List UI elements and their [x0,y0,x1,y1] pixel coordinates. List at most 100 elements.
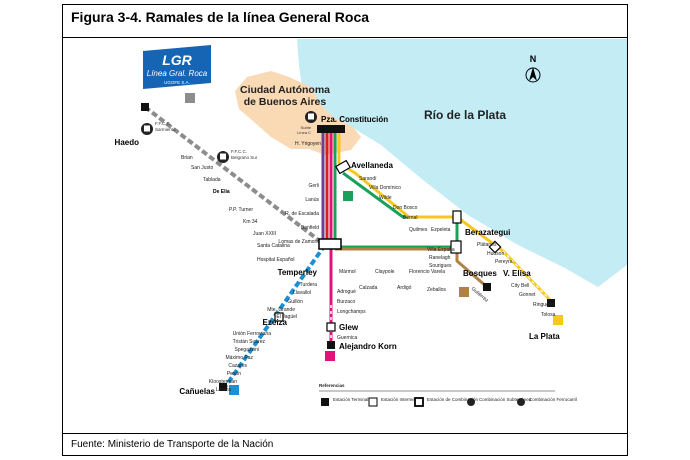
label-spegazzini: Spegazzini [235,347,259,353]
label-villa-dominico: Villa Domínico [369,185,401,191]
label-villa-elisa: V. Elisa [503,269,531,278]
train-icon-belgrano [217,151,229,163]
label-quilmes: Quilmes [409,227,428,233]
label-burzaco: Burzaco [337,299,356,305]
label-llavallol: Llavallol [293,290,311,296]
label-haedo: Haedo [115,138,140,147]
label-monte-grande: Mte. Grande [267,307,295,313]
label-ranelagh: Ranelagh [429,255,451,261]
legend-label-combinacion: Estación de Combinación [427,397,479,402]
label-ardigo: Ardigó [397,285,412,291]
end-square-haedo [185,93,195,103]
label-peson: Pesón [227,371,241,377]
subte-label-2: Línea C [297,130,311,135]
end-square-canuelas [229,385,239,395]
label-banfield: Banfield [301,225,319,231]
subte-icon [305,111,317,123]
station-velisa [488,240,502,254]
subte-label-1: Subte [301,125,312,130]
label-yrigoyen: H. Yrigoyen [295,141,321,147]
connection-sarmiento-2: Sarmiento [155,127,176,132]
station-avellaneda [334,159,352,175]
connection-belgrano-2: Belgrano Sur [231,155,258,160]
label-jaguel: El Jagüel [276,314,297,320]
city-label-2: de Buenos Aires [244,96,327,108]
label-gerli: Gerli [308,183,319,189]
label-cazares: Cazares [228,363,247,369]
label-escalada: R. de Escalada [285,211,319,217]
train-icon-sarmiento [141,123,153,135]
legend-item-ferrocarril: Combinación Ferrocarril [517,397,577,406]
station-labels: Pza. Constitución H. Yrigoyen Avellaneda… [115,115,561,396]
label-turdera: Turdera [300,282,318,288]
label-claypole: Claypole [375,269,395,275]
label-platanos: Plátanos [477,242,497,248]
north-arrow: N [525,54,541,83]
logo-line2: Línea Gral. Roca [147,69,208,78]
roca-line-map: Ciudad Autónoma de Buenos Aires Río de l… [115,39,627,407]
end-square-laplata [553,315,563,325]
connection-belgrano-1: F.F.C.C. [231,149,247,154]
label-union: Unión Ferroviaria [233,331,272,337]
legend-item-combinacion: Estación de Combinación [414,397,479,407]
label-santa-catalina: Santa Catalina [257,243,290,249]
label-lavera: Lavera [216,387,232,393]
river-area [297,39,627,287]
label-sarandi: Sarandí [359,176,377,182]
legend-label-intermedia: Estación Intermedia [381,397,421,402]
label-km34: Km 34 [243,219,258,225]
subte-legend-icon [467,398,475,406]
label-longchamps: Longchamps [337,309,366,315]
label-adrogue: Adrogué [337,289,356,295]
label-tolosa: Tolosa [541,312,556,318]
label-juan-xxiii: Juan XXIII [253,231,276,237]
label-sourigues: Sourigues [429,263,452,269]
label-ezeiza: Ezeiza [263,318,288,327]
label-tablada: Tablada [203,177,221,183]
label-de-elia: De Elía [213,189,230,195]
logo-line3: UGOFE S.A. [164,80,190,85]
label-canuelas: Cañuelas [179,387,215,396]
label-avellaneda: Avellaneda [351,161,393,170]
label-marmol: Mármol [339,269,356,275]
label-suarez: Tristán Suárez [233,339,266,345]
label-bosques: Bosques [463,269,497,278]
station-temperley [318,238,342,250]
train-legend-icon [517,398,525,406]
label-zeballos: Zeballos [427,287,446,293]
end-square-korn [325,351,335,361]
label-glew: Glew [339,323,359,332]
figure-title: Figura 3-4. Ramales de la línea General … [71,9,370,25]
label-guernica: Guernica [337,335,358,341]
label-lanus: Lanús [305,197,319,203]
label-korn: Alejandro Korn [339,342,397,351]
station-berazategui [452,210,462,224]
legend: Referencias Estación Terminal Estación I… [319,383,577,407]
label-hospital: Hospital Español [257,257,295,263]
legend-label-subte: Combinación Subterránea [479,397,532,402]
source-divider [63,433,627,434]
legend-item-intermedia: Estación Intermedia [368,397,421,407]
station-laplata [547,299,555,307]
label-wilde: Wilde [379,195,392,201]
line-brown [335,247,488,289]
label-perez: Máximo Paz [225,355,253,361]
legend-item-terminal: Estación Terminal [321,397,368,406]
label-ezpeleta: Ezpeleta [431,227,451,233]
station-canuelas [219,383,227,391]
label-kloosterman: Kloosterman [209,379,237,385]
figure-source: Fuente: Ministerio de Transporte de la N… [71,439,274,450]
legend-label-ferrocarril: Combinación Ferrocarril [529,397,577,402]
end-square-gutierrez [459,287,469,297]
label-la-plata: La Plata [529,332,560,341]
label-bernal: Bernal [403,215,417,221]
label-brian: Brian [181,155,193,161]
station-glew [326,322,336,332]
end-square-green [343,191,353,201]
river-label: Río de la Plata [424,108,506,122]
legend-title: Referencias [319,383,345,388]
label-calzada: Calzada [359,285,378,291]
label-villa-espana: Villa España [427,247,455,253]
label-temperley: Temperley [278,268,318,277]
city-label-1: Ciudad Autónoma [240,84,330,96]
